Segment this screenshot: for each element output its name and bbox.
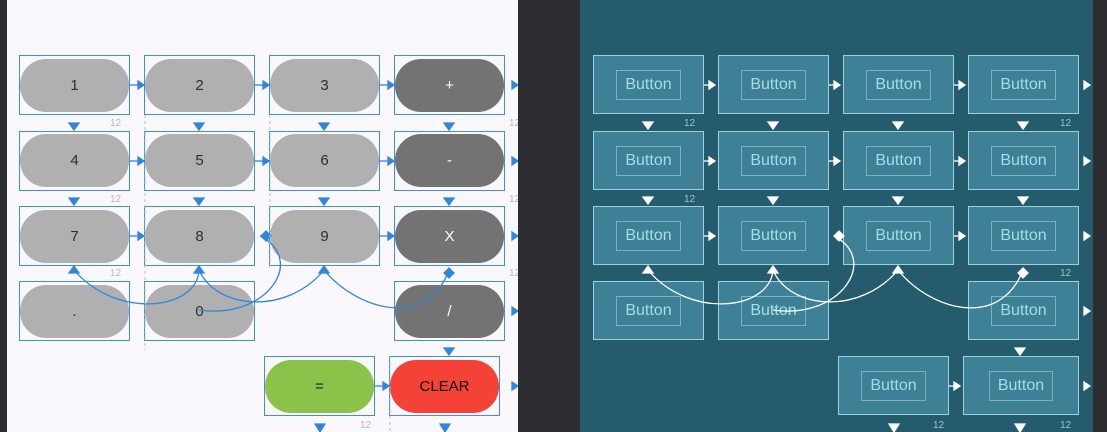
margin-label: 12	[509, 118, 518, 129]
margin-label: 12	[933, 420, 945, 431]
key-3[interactable]: 3	[270, 59, 379, 112]
blueprint-button[interactable]: Button	[718, 206, 829, 265]
key-plus[interactable]: +	[395, 59, 504, 112]
blueprint-button-label: Button	[616, 145, 681, 176]
blueprint-button-label: Button	[741, 220, 806, 251]
key-divide[interactable]: /	[395, 285, 504, 338]
key-equals[interactable]: =	[265, 360, 374, 413]
constraint-overlay	[67, 79, 518, 432]
blueprint-button-label: Button	[991, 295, 1056, 326]
blueprint-button[interactable]: Button	[843, 131, 954, 190]
margin-label: 12	[509, 268, 518, 279]
blueprint-button[interactable]: Button	[593, 131, 704, 190]
key-dot[interactable]: .	[20, 285, 129, 338]
blueprint-button[interactable]: Button	[968, 281, 1079, 340]
blueprint-button[interactable]: Button	[963, 356, 1079, 415]
selection-box	[19, 55, 130, 115]
panel-edge	[1093, 0, 1107, 432]
blueprint-button[interactable]: Button	[593, 281, 704, 340]
blueprint-button-label: Button	[866, 220, 931, 251]
key-1[interactable]: 1	[20, 59, 129, 112]
margin-label: 12	[1060, 118, 1072, 129]
key-0[interactable]: 0	[145, 285, 254, 338]
blueprint-button-label: Button	[616, 220, 681, 251]
blueprint-button[interactable]: Button	[843, 206, 954, 265]
blueprint-button-label: Button	[991, 220, 1056, 251]
blueprint-button[interactable]: Button	[593, 55, 704, 114]
key-2[interactable]: 2	[145, 59, 254, 112]
blueprint-button-label: Button	[616, 69, 681, 100]
blueprint-button-label: Button	[741, 145, 806, 176]
blueprint-button[interactable]: Button	[968, 206, 1079, 265]
blueprint-constraint-overlay	[641, 79, 1092, 432]
blueprint-button-label: Button	[616, 295, 681, 326]
margin-label: 12	[684, 194, 696, 205]
selection-box	[264, 356, 375, 416]
margin-label: 12	[110, 118, 122, 129]
margin-label: 12	[1060, 268, 1072, 279]
blueprint-button-label: Button	[741, 69, 806, 100]
key-7[interactable]: 7	[20, 210, 129, 263]
selection-box	[19, 131, 130, 191]
key-minus[interactable]: -	[395, 134, 504, 187]
blueprint-button-label: Button	[866, 69, 931, 100]
key-6[interactable]: 6	[270, 134, 379, 187]
panel-divider	[518, 0, 580, 432]
blueprint-button-label: Button	[861, 370, 926, 401]
selection-box	[19, 281, 130, 341]
margin-label: 12	[110, 268, 122, 279]
blueprint-button-label: Button	[991, 69, 1056, 100]
blueprint-button[interactable]: Button	[968, 131, 1079, 190]
blueprint-button[interactable]: Button	[838, 356, 949, 415]
blueprint-button[interactable]: Button	[718, 131, 829, 190]
margin-label: 12	[360, 420, 372, 431]
margin-label: 12	[1060, 420, 1072, 431]
blueprint-button-label: Button	[866, 145, 931, 176]
key-multiply[interactable]: X	[395, 210, 504, 263]
key-8[interactable]: 8	[145, 210, 254, 263]
blueprint-button-label: Button	[991, 145, 1056, 176]
blueprint-button[interactable]: Button	[968, 55, 1079, 114]
design-surface[interactable]: 1 2 3 + 4 5 6 - 7 8 9 X . 0 / = CLEAR 12…	[7, 0, 518, 432]
key-4[interactable]: 4	[20, 134, 129, 187]
margin-label: 12	[110, 194, 122, 205]
blueprint-button-label: Button	[988, 370, 1054, 401]
blueprint-button[interactable]: Button	[843, 55, 954, 114]
key-clear[interactable]: CLEAR	[390, 360, 499, 413]
blueprint-button[interactable]: Button	[593, 206, 704, 265]
key-5[interactable]: 5	[145, 134, 254, 187]
selection-box	[19, 206, 130, 266]
key-9[interactable]: 9	[270, 210, 379, 263]
margin-label: 12	[684, 118, 696, 129]
selection-box	[394, 281, 505, 341]
blueprint-surface[interactable]: Button Button Button Button Button Butto…	[580, 0, 1093, 432]
selection-box	[144, 281, 255, 341]
margin-label: 12	[509, 194, 518, 205]
blueprint-button[interactable]: Button	[718, 55, 829, 114]
